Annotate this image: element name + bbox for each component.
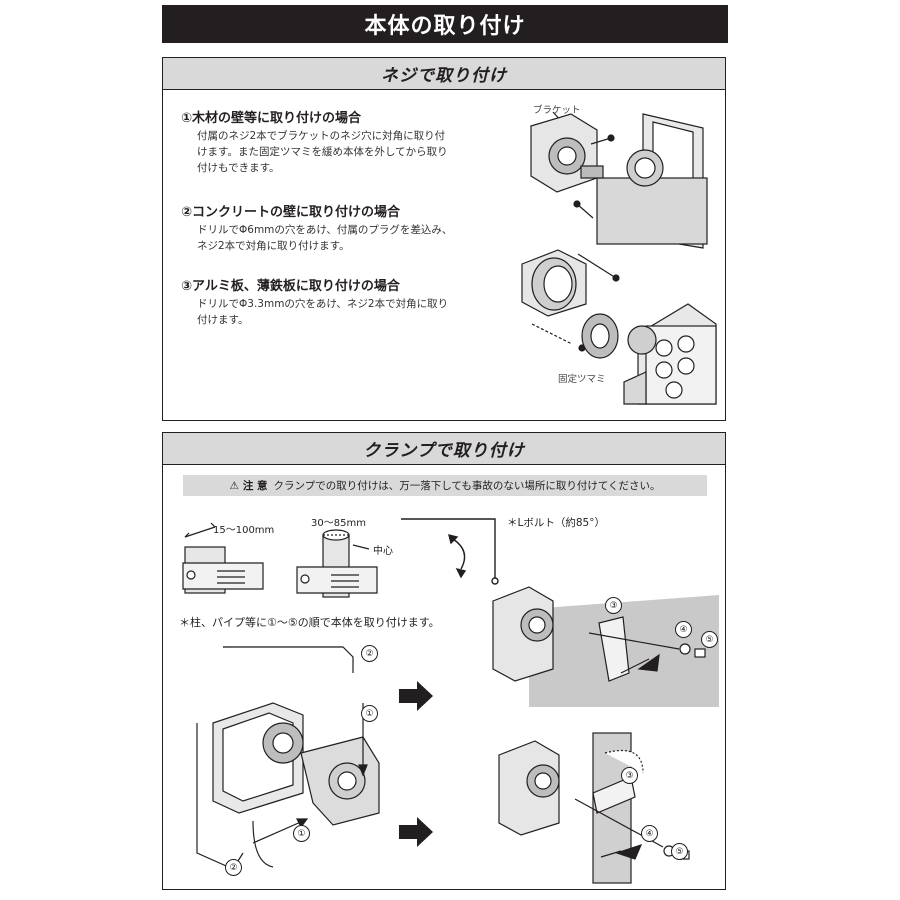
step-number-5b: ⑤ [671, 843, 688, 860]
step-arrow-icon [399, 681, 433, 711]
item-text: ドリルでΦ6mmの穴をあけ、付属のプラグを差込み、 [197, 224, 453, 236]
center-label: 中心 [373, 546, 393, 557]
caution-text: クランプでの取り付けは、万一落下しても事故のない場所に取り付けてください。 [273, 480, 661, 492]
item-heading: ①木材の壁等に取り付けの場合 [181, 111, 362, 126]
item-concrete-wall: ②コンクリートの壁に取り付けの場合 ドリルでΦ6mmの穴をあけ、付属のプラグを差… [181, 204, 501, 254]
caution-notice: ⚠ 注 意 クランプでの取り付けは、万一落下しても事故のない場所に取り付けてくだ… [183, 475, 707, 496]
item-text: けます。また固定ツマミを緩め本体を外してから取り [197, 146, 448, 158]
flat-post-clamp-diagram [182, 522, 264, 594]
clamp-assembly-illustration [196, 646, 380, 870]
step-number-4b: ④ [641, 825, 658, 842]
clamp-section-title: クランプで取り付け [163, 433, 725, 465]
pipe-clamp-diagram [296, 529, 378, 598]
flat-clamp-result-illustration [492, 586, 719, 707]
wall-mount-illustration-bottom [521, 249, 717, 405]
page-header: 本体の取り付け [162, 5, 728, 43]
knob-label: 固定ツマミ [558, 374, 606, 385]
item-heading: ②コンクリートの壁に取り付けの場合 [181, 205, 401, 220]
step-arrow-icon [399, 817, 433, 847]
item-text: ドリルでΦ3.3mmの穴をあけ、ネジ2本で対角に取り [197, 298, 449, 310]
screw-mount-section: ネジで取り付け ①木材の壁等に取り付けの場合 付属のネジ2本でブラケットのネジ穴… [162, 57, 726, 421]
step-number-2b: ② [225, 859, 242, 876]
pipe-diameter-dimension: 30〜85mm [311, 518, 366, 529]
item-metal-plate: ③アルミ板、薄鉄板に取り付けの場合 ドリルでΦ3.3mmの穴をあけ、ネジ2本で対… [181, 278, 501, 328]
caution-label: 注 意 [242, 480, 268, 492]
item-heading: ③アルミ板、薄鉄板に取り付けの場合 [181, 279, 400, 294]
item-text: 付属のネジ2本でブラケットのネジ穴に対角に取り付 [197, 130, 446, 142]
step-number-3: ③ [605, 597, 622, 614]
warning-triangle-icon: ⚠ [229, 479, 239, 492]
flat-width-dimension: 15〜100mm [213, 525, 275, 536]
step-note: ＊柱、パイプ等に①〜⑤の順で本体を取り付けます。 [179, 616, 440, 629]
step-number-3b: ③ [621, 767, 638, 784]
wall-mount-illustration-top [530, 111, 708, 249]
item-wood-wall: ①木材の壁等に取り付けの場合 付属のネジ2本でブラケットのネジ穴に対角に取り付 … [181, 110, 501, 176]
clamp-mount-section: クランプで取り付け ⚠ 注 意 クランプでの取り付けは、万一落下しても事故のない… [162, 432, 726, 890]
step-number-4: ④ [675, 621, 692, 638]
page-title: 本体の取り付け [364, 14, 526, 39]
step-number-5: ⑤ [701, 631, 718, 648]
screw-section-title: ネジで取り付け [163, 58, 725, 90]
step-number-1: ① [361, 705, 378, 722]
item-text: 付けます。 [197, 314, 249, 326]
l-bolt-label: ＊Lボルト（約85°） [507, 517, 605, 529]
item-text: ネジ2本で対角に取り付けます。 [197, 240, 350, 252]
l-bolt-illustration [401, 518, 499, 585]
step-number-1b: ① [293, 825, 310, 842]
bracket-label: ブラケット [533, 105, 581, 116]
step-number-2: ② [361, 645, 378, 662]
pipe-clamp-result-illustration [498, 732, 690, 884]
item-text: 付けもできます。 [197, 162, 280, 174]
